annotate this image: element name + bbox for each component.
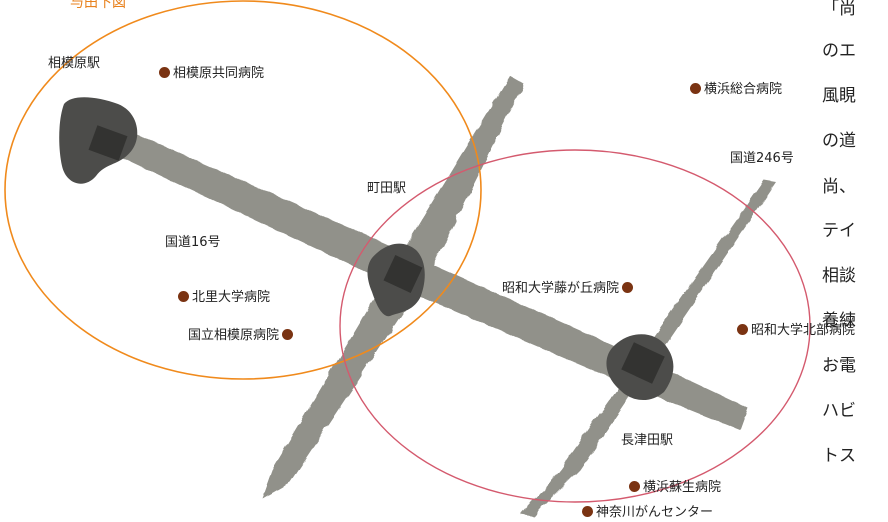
road-label-route16: 国道16号 [165, 235, 221, 250]
station-label-machida: 町田駅 [367, 181, 407, 196]
station-label-sagamihara: 相模原駅 [48, 56, 101, 71]
station-blob-sagamihara-core [88, 125, 128, 161]
hospital-kanagawa-cancer: 神奈川がんセンター [582, 505, 713, 520]
side-text-line: お電 [822, 356, 856, 376]
hospital-dot-icon [159, 67, 170, 78]
hospital-sagamihara-kyodo: 相模原共同病院 [159, 66, 264, 81]
hospital-kitasato: 北里大学病院 [178, 290, 270, 305]
corner-caption: 与田下図 [70, 0, 126, 11]
station-blob-machida-core [383, 254, 423, 294]
side-text-line: 尚、 [822, 177, 856, 197]
side-text-line: の道 [822, 131, 856, 151]
side-text-line: 養練 [822, 311, 856, 331]
road-label-route246: 国道246号 [730, 151, 794, 166]
hospital-yokohama-sogo: 横浜総合病院 [690, 82, 782, 97]
side-text-line: テイ [822, 221, 856, 241]
station-label-nagatsuta: 長津田駅 [621, 433, 674, 448]
hospital-dot-icon [282, 329, 294, 340]
hospital-dot-icon [629, 481, 640, 492]
hospital-showa-fujigaoka: 昭和大学藤が丘病院 [502, 281, 634, 296]
station-blobs [59, 97, 674, 401]
hospital-kokuritsu-sagamihara: 国立相模原病院 [188, 328, 294, 343]
side-text-line: ハビ [822, 401, 856, 421]
hospital-dot-icon [737, 324, 748, 335]
hospital-showa-hokubu: 昭和大学北部病院 [737, 323, 855, 338]
service-area-left-circle [4, 0, 482, 380]
side-text-line: 風睍 [822, 86, 856, 106]
side-text-line: トス [822, 446, 856, 466]
hospital-dot-icon [178, 291, 189, 302]
hospital-dot-icon [582, 506, 593, 517]
side-text-line: 相談 [822, 266, 856, 286]
side-text-line: のエ [822, 41, 856, 61]
station-blob-nagatsuta-core [621, 342, 665, 384]
hospital-dot-icon [690, 83, 701, 94]
hospital-dot-icon [622, 282, 634, 293]
side-text-column: 「尚 のエ 風睍 の道 尚、 テイ 相談 養練 お電 ハビ トス [822, 0, 888, 522]
side-text-line: 「尚 [822, 0, 856, 19]
service-area-right-circle [339, 149, 811, 503]
hospital-yokohama-sosei: 横浜蘇生病院 [629, 480, 721, 495]
